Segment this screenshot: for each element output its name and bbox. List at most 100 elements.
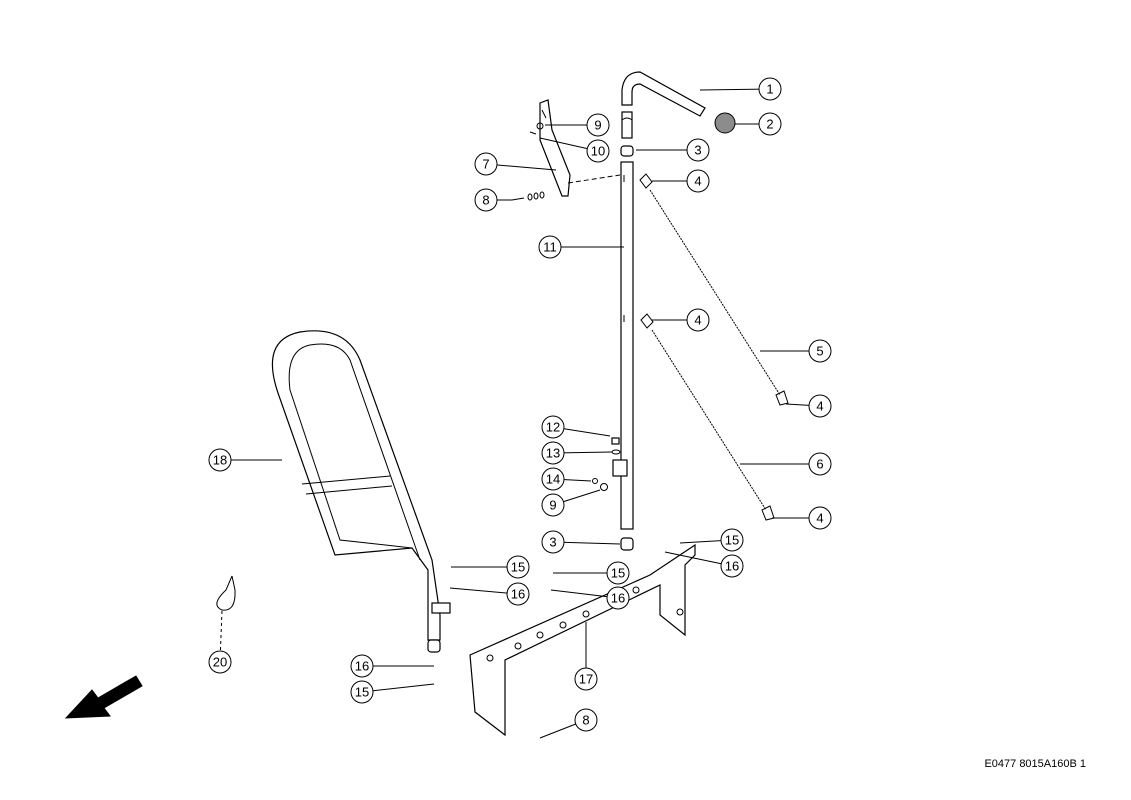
callout-number: 14 — [546, 472, 560, 487]
callout-4: 4 — [686, 308, 710, 332]
top-cap — [620, 145, 634, 157]
callout-number: 5 — [816, 344, 823, 359]
callout-5: 5 — [808, 339, 832, 363]
callout-16: 16 — [350, 654, 374, 678]
callout-number: 16 — [611, 591, 625, 606]
callout-16: 16 — [720, 554, 744, 578]
callout-circle — [686, 308, 710, 332]
direction-arrow — [64, 675, 143, 719]
main-pole — [612, 161, 634, 530]
callout-leader — [699, 88, 771, 91]
callout-8: 8 — [474, 188, 498, 212]
callout-4: 4 — [808, 506, 832, 530]
callout-circle — [574, 667, 598, 691]
callout-circle — [574, 708, 598, 732]
callout-number: 15 — [725, 533, 739, 548]
callout-4: 4 — [686, 169, 710, 193]
callout-12: 12 — [541, 415, 565, 439]
bottom-cap — [620, 537, 634, 551]
callout-circle — [208, 650, 232, 674]
callout-number: 18 — [213, 453, 227, 468]
callout-9: 9 — [541, 493, 565, 517]
callout-circle — [350, 680, 374, 704]
callout-number: 13 — [546, 446, 560, 461]
chain-lower — [640, 313, 775, 521]
callout-circle — [758, 77, 782, 101]
callout-number: 6 — [816, 457, 823, 472]
callout-number: 16 — [725, 559, 739, 574]
callout-7: 7 — [474, 152, 498, 176]
callout-13: 13 — [541, 441, 565, 465]
callout-number: 2 — [766, 117, 773, 132]
callout-1: 1 — [758, 77, 782, 101]
callout-circle — [720, 554, 744, 578]
callout-3: 3 — [541, 530, 565, 554]
callout-circle — [541, 493, 565, 517]
callout-number: 17 — [579, 672, 593, 687]
callout-leader — [361, 683, 435, 693]
drawing-code: E0477 8015A160B 1 — [984, 758, 1086, 770]
callout-number: 8 — [482, 193, 489, 208]
callout-6: 6 — [808, 452, 832, 476]
callout-15: 15 — [350, 680, 374, 704]
callout-circle — [208, 448, 232, 472]
callout-circle — [541, 441, 565, 465]
callout-number: 3 — [694, 143, 701, 158]
callout-number: 4 — [694, 174, 701, 189]
callout-16: 16 — [606, 586, 630, 610]
callout-circle — [606, 586, 630, 610]
callout-3: 3 — [686, 138, 710, 162]
chain-upper — [639, 173, 789, 406]
callout-number: 15 — [511, 560, 525, 575]
callout-14: 14 — [541, 467, 565, 491]
callout-circle — [506, 555, 530, 579]
callout-circle — [506, 582, 530, 606]
callout-number: 20 — [213, 655, 227, 670]
callout-9: 9 — [586, 113, 610, 137]
tie-strap — [216, 575, 236, 611]
screw-top — [511, 191, 545, 201]
callout-number: 9 — [549, 498, 556, 513]
callout-number: 15 — [611, 566, 625, 581]
callout-number: 15 — [355, 685, 369, 700]
grab-handle — [271, 330, 451, 653]
bracket — [529, 99, 621, 197]
callout-leader — [485, 163, 557, 171]
callout-circle — [758, 112, 782, 136]
callout-number: 1 — [766, 82, 773, 97]
callout-17: 17 — [574, 667, 598, 691]
callout-number: 3 — [549, 535, 556, 550]
callout-16: 16 — [506, 582, 530, 606]
callout-circle — [586, 113, 610, 137]
knob — [714, 112, 736, 134]
callout-circle — [541, 415, 565, 439]
callout-2: 2 — [758, 112, 782, 136]
callout-number: 8 — [582, 713, 589, 728]
callout-number: 16 — [355, 659, 369, 674]
callout-circle — [808, 506, 832, 530]
callout-circle — [350, 654, 374, 678]
callout-number: 9 — [594, 118, 601, 133]
callout-circle — [808, 394, 832, 418]
callout-number: 12 — [546, 420, 560, 435]
callout-circle — [538, 235, 562, 259]
callout-15: 15 — [506, 555, 530, 579]
callout-circle — [808, 452, 832, 476]
callout-circle — [586, 139, 610, 163]
callout-number: 7 — [482, 157, 489, 172]
callout-circle — [686, 138, 710, 162]
callout-10: 10 — [586, 139, 610, 163]
callout-number: 10 — [591, 144, 605, 159]
callout-circle — [474, 152, 498, 176]
callout-18: 18 — [208, 448, 232, 472]
callout-circle — [606, 561, 630, 585]
callout-15: 15 — [606, 561, 630, 585]
callout-circle — [808, 339, 832, 363]
callout-circle — [541, 530, 565, 554]
upper-handle — [621, 71, 706, 139]
callout-number: 4 — [816, 511, 823, 526]
callout-number: 4 — [694, 313, 701, 328]
callout-circle — [686, 169, 710, 193]
